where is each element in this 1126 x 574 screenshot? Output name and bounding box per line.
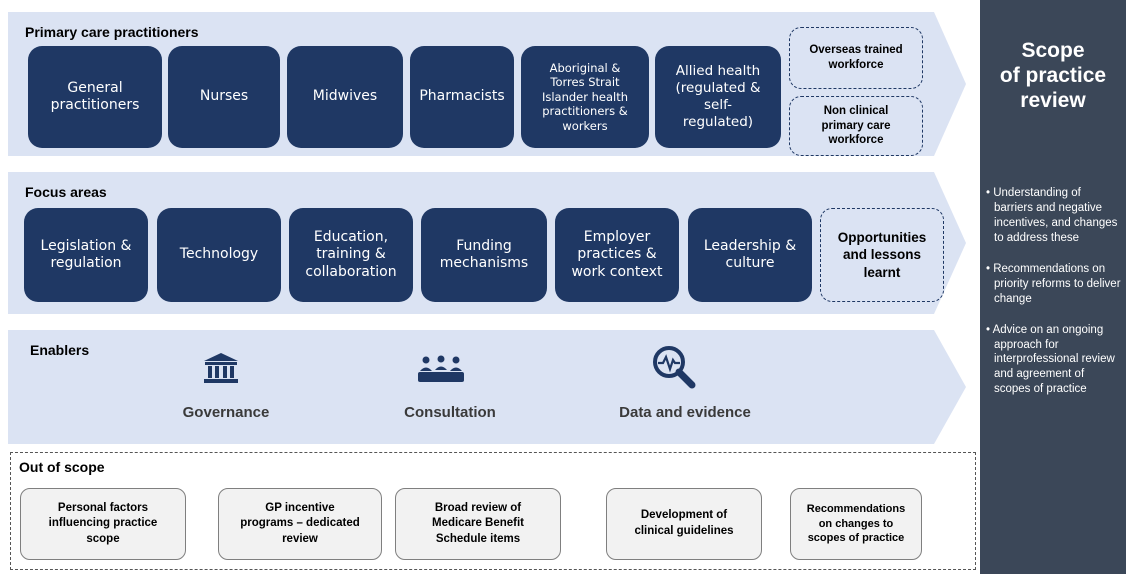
overseas-trained-workforce: Overseas trained workforce (789, 27, 923, 89)
practitioner-midwives: Midwives (287, 46, 403, 148)
practitioner-aboriginal-torres-strait: Aboriginal & Torres Strait Islander heal… (521, 46, 649, 148)
oos-gp-incentive: GP incentive programs – dedicated review (218, 488, 382, 560)
enablers-title: Enablers (30, 342, 90, 358)
government-building-icon (204, 353, 238, 383)
focus-leadership-culture: Leadership & culture (688, 208, 812, 302)
primary-care-title: Primary care practitioners (25, 24, 199, 40)
scope-review-title: Scope of practice review (999, 39, 1107, 113)
focus-opportunities-lessons: Opportunities and lessons learnt (820, 208, 944, 302)
focus-areas-title: Focus areas (25, 184, 107, 200)
enabler-data-evidence-label: Data and evidence (619, 404, 751, 421)
focus-technology: Technology (157, 208, 281, 302)
focus-education-training: Education, training & collaboration (289, 208, 413, 302)
practitioner-allied-health: Allied health (regulated & self- regulat… (655, 46, 781, 148)
oos-personal-factors: Personal factors influencing practice sc… (20, 488, 186, 560)
focus-employer-practices: Employer practices & work context (555, 208, 679, 302)
enablers-band-arrow (930, 330, 966, 444)
enablers-band (8, 330, 930, 444)
focus-funding-mechanisms: Funding mechanisms (421, 208, 547, 302)
scope-review-bullets: Understanding of barriers and negative i… (986, 186, 1122, 413)
oos-medicare-review: Broad review of Medicare Benefit Schedul… (395, 488, 561, 560)
people-group-icon (418, 355, 464, 382)
magnifier-pulse-icon (653, 346, 696, 389)
oos-clinical-guidelines: Development of clinical guidelines (606, 488, 762, 560)
focus-legislation-regulation: Legislation & regulation (24, 208, 148, 302)
enabler-governance-label: Governance (182, 404, 270, 421)
oos-recommendations-scopes: Recommendations on changes to scopes of … (790, 488, 922, 560)
out-of-scope-title: Out of scope (19, 459, 105, 475)
scope-review-bullet-2: Recommendations on priority reforms to d… (986, 262, 1122, 307)
non-clinical-workforce: Non clinical primary care workforce (789, 96, 923, 156)
enabler-consultation-label: Consultation (404, 404, 496, 421)
practitioner-general-practitioners: General practitioners (28, 46, 162, 148)
practitioner-pharmacists: Pharmacists (410, 46, 514, 148)
scope-review-bullet-1: Understanding of barriers and negative i… (986, 186, 1122, 246)
primary-care-band-arrow (930, 12, 966, 156)
practitioner-nurses: Nurses (168, 46, 280, 148)
scope-review-bullet-3: Advice on an ongoing approach for interp… (986, 323, 1122, 398)
